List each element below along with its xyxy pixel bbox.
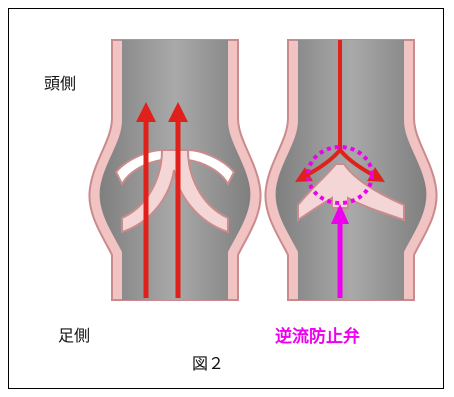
vein-open-valve (89, 40, 260, 300)
vein-lumen-right (276, 40, 427, 300)
label-foot-side: 足側 (58, 322, 90, 346)
label-head-side: 頭側 (44, 70, 76, 94)
label-valve: 逆流防止弁 (275, 322, 360, 347)
figure-caption: 図２ (192, 350, 224, 374)
vein-closed-valve (265, 40, 436, 300)
